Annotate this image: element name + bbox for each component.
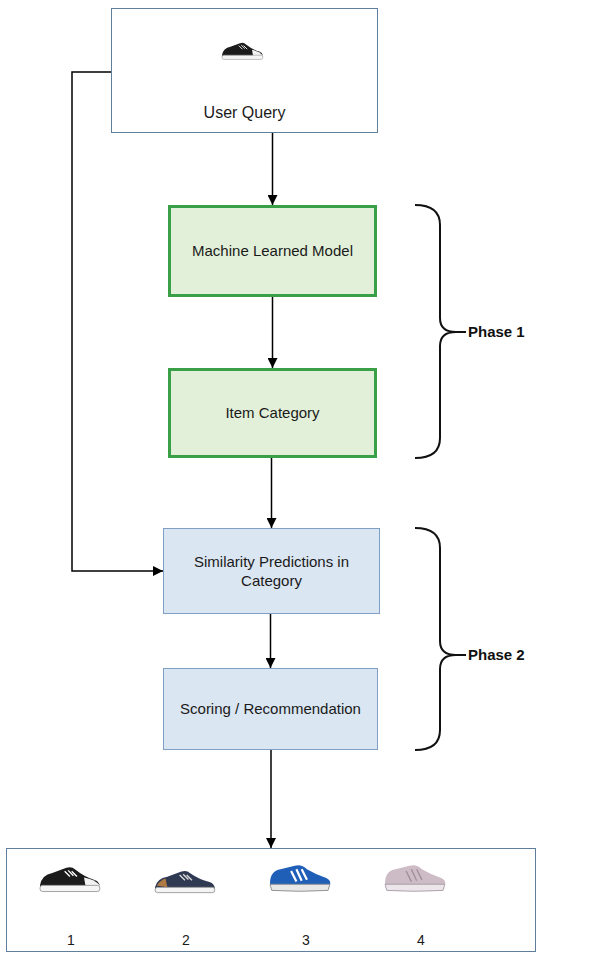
callout-number: 3 <box>294 931 318 949</box>
phase-label: Phase 1 <box>468 323 525 340</box>
bracket-leader <box>456 654 466 656</box>
box-label: User Query <box>204 103 286 124</box>
process-box: Scoring / Recommendation <box>163 668 378 750</box>
callout-number: 2 <box>174 931 198 949</box>
process-box: Machine Learned Model <box>168 205 377 297</box>
flow-arrow <box>272 297 274 368</box>
flow-arrow <box>72 72 163 571</box>
phase-label: Phase 2 <box>468 646 525 663</box>
callout-number: 4 <box>409 931 433 949</box>
process-box: Similarity Predictions in Category <box>163 528 380 614</box>
flow-arrow <box>272 133 274 205</box>
box-label: Machine Learned Model <box>192 241 353 261</box>
query-box: User Query <box>111 8 378 133</box>
bracket-leader <box>456 331 466 333</box>
flow-arrow <box>271 458 273 528</box>
box-label: Item Category <box>225 403 319 423</box>
result-shoe <box>270 865 330 891</box>
result-shoe <box>155 871 215 893</box>
phase-bracket <box>415 205 456 458</box>
flow-arrow <box>270 614 272 668</box>
box-label: Similarity Predictions in Category <box>178 552 365 591</box>
box-label: Scoring / Recommendation <box>180 699 361 719</box>
query-shoe <box>222 43 263 60</box>
flow-arrow <box>270 750 272 848</box>
results-box: 1 2 3 4 <box>6 848 536 952</box>
result-shoe <box>385 865 445 891</box>
callout-number: 1 <box>59 931 83 949</box>
result-shoe <box>40 867 100 891</box>
process-box: Item Category <box>168 368 377 458</box>
phase-bracket <box>415 528 456 750</box>
